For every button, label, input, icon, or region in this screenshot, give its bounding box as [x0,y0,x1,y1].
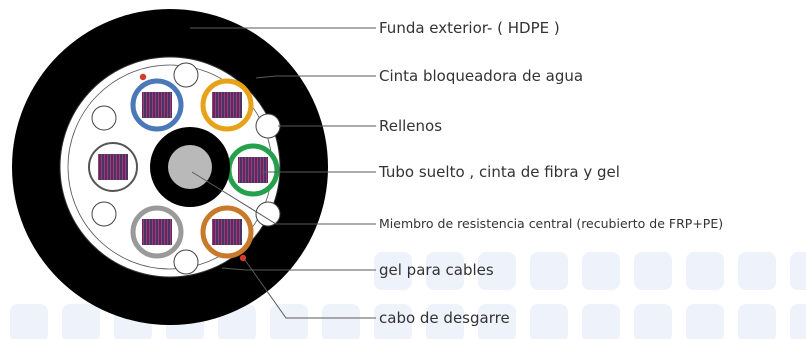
ripcord [239,254,247,262]
background-tile [686,252,724,290]
background-tile [790,304,806,339]
ripcord [139,73,147,81]
label-loose-tube: Tubo suelto , cinta de fibra y gel [378,163,620,181]
loose-tube-orange [200,78,254,132]
central-strength-member-core [168,145,212,189]
background-tile [686,304,724,339]
loose-tube-green [226,143,280,197]
background-tile [270,304,308,339]
background-tile [530,304,568,339]
background-tile [582,252,620,290]
filler [255,113,281,139]
background-tile [374,304,412,339]
label-central-strength-member: Miembro de resistencia central (recubier… [379,216,723,231]
label-outer-jacket: Funda exterior- ( HDPE ) [379,19,560,37]
label-cable-gel: gel para cables [379,261,494,279]
loose-tube-blue [130,78,184,132]
background-tile [478,252,516,290]
background-tile [634,304,672,339]
filler [91,105,117,131]
leader-water-blocking-tape [255,75,376,79]
background-tile [426,304,464,339]
loose-tube-brown [200,205,254,259]
loose-tube-white [88,142,138,192]
filler [255,201,281,227]
leader-lines [190,27,376,319]
label-water-blocking-tape: Cinta bloqueadora de agua [379,67,583,85]
background-tile [322,304,360,339]
filler [91,201,117,227]
loose-tube-grey [130,205,184,259]
background-tile [426,252,464,290]
label-ripcord: cabo de desgarre [379,309,510,327]
loose-tubes [88,78,280,259]
fillers [91,62,281,275]
leader-cable-gel [221,267,376,271]
background-tile [478,304,516,339]
background-tile [738,252,776,290]
background-tile [582,304,620,339]
background-tile [10,304,48,339]
label-fillers: Rellenos [379,117,442,135]
filler [173,249,199,275]
background-tile [530,252,568,290]
background-tiles [10,252,806,339]
background-tile [738,304,776,339]
leader-ripcord [244,259,376,319]
filler [173,62,199,88]
leader-strength-member [191,171,376,225]
background-tile [374,252,412,290]
background-tile [62,304,100,339]
background-tile [790,252,806,290]
background-tile [634,252,672,290]
